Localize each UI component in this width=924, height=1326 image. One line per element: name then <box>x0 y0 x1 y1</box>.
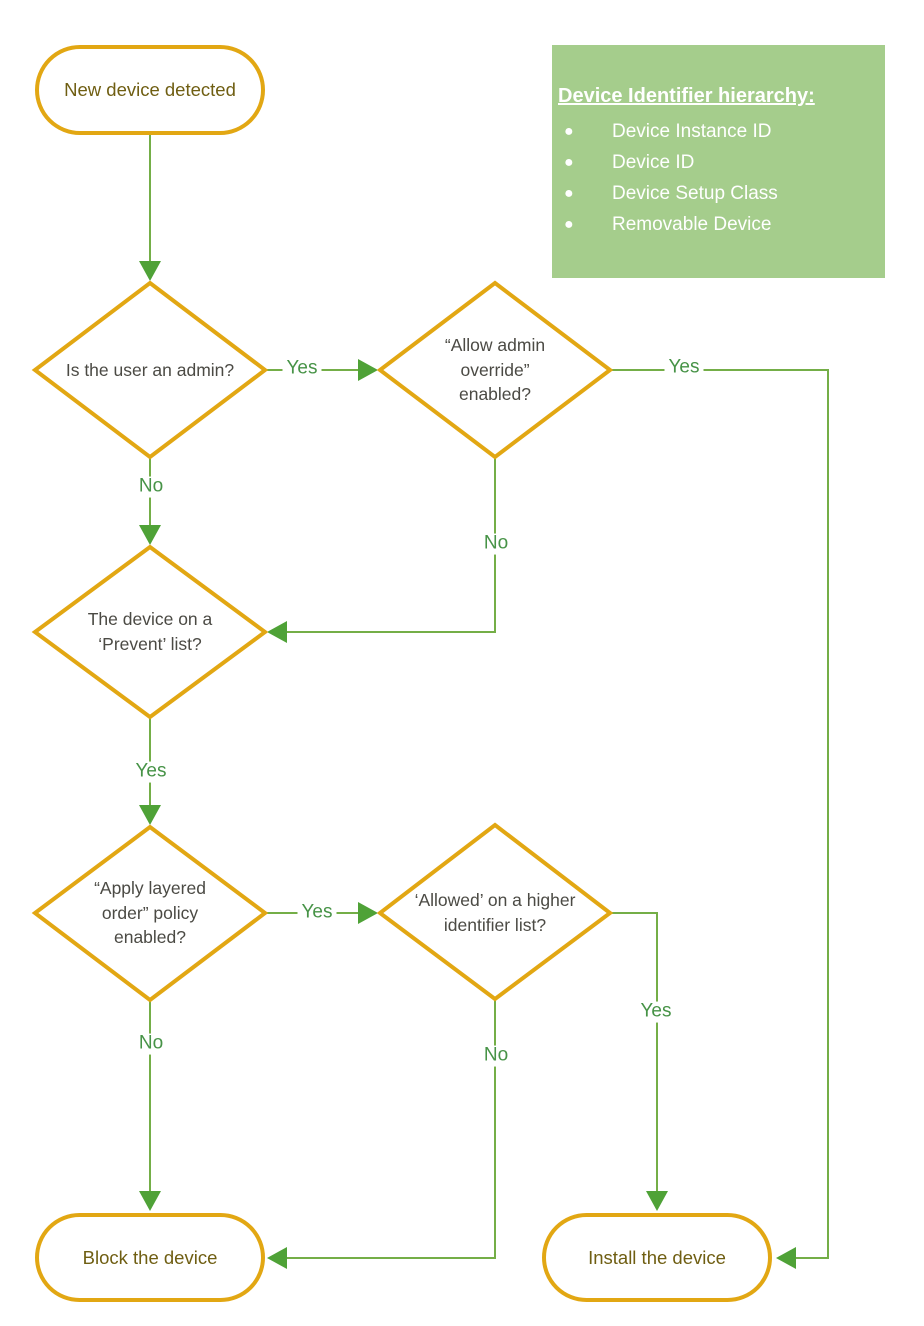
legend-item-label: Device Setup Class <box>612 182 778 204</box>
arrowhead-left-icon <box>267 1247 287 1269</box>
decision-layered-order-label: “Apply layered order” policy enabled? <box>94 877 206 948</box>
decision-is-admin <box>31 280 269 460</box>
terminator-install-device: Install the device <box>542 1213 772 1302</box>
edge-label-is-admin-yes: Yes <box>282 358 322 380</box>
decision-layered-order <box>31 824 269 1003</box>
bullet-icon: ● <box>564 153 574 171</box>
list-item: ● Device Instance ID <box>558 116 877 147</box>
device-identifier-hierarchy-legend: Device Identifier hierarchy: ● Device In… <box>552 45 885 278</box>
decision-allow-override <box>376 280 614 460</box>
edge-allowed-higher-yes <box>610 912 658 1192</box>
edge-allow-override-yes <box>610 369 829 1259</box>
edge-label-prevent-list-yes: Yes <box>131 761 171 783</box>
bullet-icon: ● <box>564 184 574 202</box>
edge-label-allowed-higher-no: No <box>479 1045 513 1067</box>
arrowhead-down-icon <box>646 1191 668 1211</box>
bullet-icon: ● <box>564 122 574 140</box>
decision-prevent-list <box>31 544 269 720</box>
decision-allowed-higher <box>376 822 614 1002</box>
edge-label-allow-override-yes: Yes <box>664 357 704 379</box>
arrowhead-down-icon <box>139 261 161 281</box>
arrowhead-left-icon <box>776 1247 796 1269</box>
node-label: New device detected <box>64 79 236 100</box>
arrowhead-right-icon <box>358 902 378 924</box>
list-item: ● Device Setup Class <box>558 178 877 209</box>
bullet-icon: ● <box>564 215 574 233</box>
legend-list: ● Device Instance ID ● Device ID ● Devic… <box>558 116 877 240</box>
arrowhead-right-icon <box>358 359 378 381</box>
decision-allow-override-label: “Allow admin override” enabled? <box>444 334 546 405</box>
decision-is-admin-label: Is the user an admin? <box>65 359 235 380</box>
edge-label-is-admin-no: No <box>134 476 168 498</box>
edge-allowed-higher-no <box>286 999 496 1259</box>
arrowhead-left-icon <box>267 621 287 643</box>
arrowhead-down-icon <box>139 1191 161 1211</box>
decision-allowed-higher-label: ‘Allowed’ on a higher identifier list? <box>414 890 576 935</box>
legend-item-label: Removable Device <box>612 213 772 235</box>
legend-item-label: Device ID <box>612 151 695 173</box>
edge-label-allowed-higher-yes: Yes <box>636 1001 676 1023</box>
list-item: ● Removable Device <box>558 209 877 240</box>
edge-label-layered-order-no: No <box>134 1033 168 1055</box>
terminator-start: New device detected <box>35 45 265 135</box>
arrowhead-down-icon <box>139 805 161 825</box>
node-label: Block the device <box>82 1246 218 1268</box>
decision-prevent-list-label: The device on a ‘Prevent’ list? <box>87 609 213 654</box>
list-item: ● Device ID <box>558 147 877 178</box>
edge-label-allow-override-no: No <box>479 533 513 555</box>
arrowhead-down-icon <box>139 525 161 545</box>
legend-item-label: Device Instance ID <box>612 120 772 142</box>
legend-title: Device Identifier hierarchy: <box>558 85 815 107</box>
terminator-block-device: Block the device <box>35 1213 265 1302</box>
edge-label-layered-order-yes: Yes <box>297 902 337 924</box>
edge-allow-override-no <box>286 457 496 633</box>
node-label: Install the device <box>588 1246 726 1268</box>
